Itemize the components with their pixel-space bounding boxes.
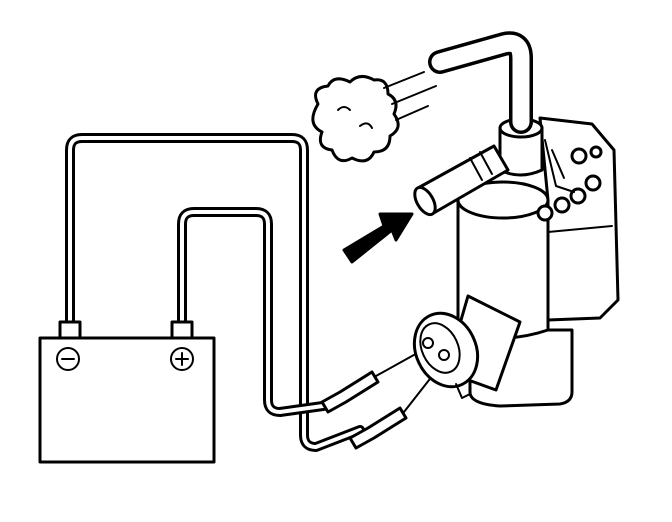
side-port-pipe [413, 144, 510, 217]
connector-plug-icon [412, 294, 522, 399]
vacuum-hose [428, 31, 533, 134]
battery-icon [38, 320, 216, 464]
positive-terminal-label [170, 347, 194, 371]
negative-wire [65, 133, 365, 452]
air-puff-icon [311, 71, 437, 163]
positive-wire [177, 207, 335, 417]
negative-terminal-label [56, 347, 80, 371]
arrow-icon [342, 212, 414, 264]
